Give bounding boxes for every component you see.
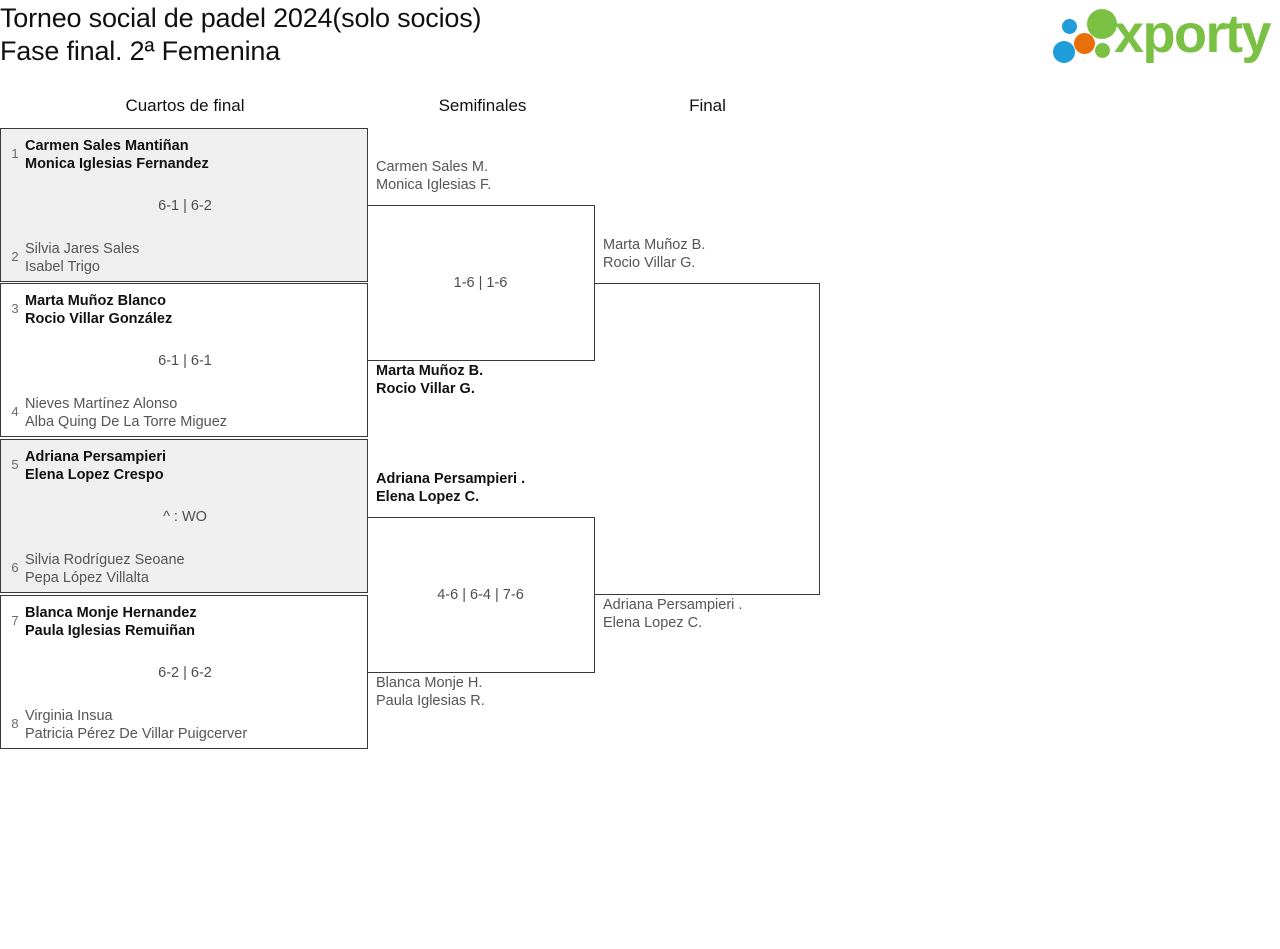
team-player-1: Adriana Persampieri .	[603, 597, 743, 613]
logo-dot-green-large-icon	[1087, 9, 1117, 39]
team-player-2: Pepa López Villalta	[25, 570, 149, 586]
tournament-title-line-1: Torneo social de padel 2024(solo socios)	[0, 3, 482, 33]
match-final[interactable]: Marta Muñoz B. Rocio Villar G. Adriana P…	[595, 237, 820, 631]
team-top: Carmen Sales Mantiñan Monica Iglesias Fe…	[25, 137, 355, 173]
team-bottom: Adriana Persampieri . Elena Lopez C.	[603, 596, 816, 632]
team-player-1: Adriana Persampieri .	[376, 471, 526, 487]
team-player-2: Patricia Pérez De Villar Puigcerver	[25, 726, 248, 742]
team-player-1: Blanca Monje H.	[376, 675, 483, 691]
logo-dot-blue-large-icon	[1053, 41, 1075, 63]
team-player-2: Alba Quing De La Torre Miguez	[25, 414, 228, 430]
match-semifinal-1[interactable]: Carmen Sales M. Monica Iglesias F. 1-6 |…	[368, 159, 595, 397]
round-header-quarterfinals: Cuartos de final	[125, 96, 245, 115]
team-player-1: Silvia Rodríguez Seoane	[25, 552, 185, 568]
team-player-2: Paula Iglesias Remuiñan	[25, 623, 196, 639]
round-header-final: Final	[689, 96, 726, 115]
team-bottom: Marta Muñoz B. Rocio Villar G.	[376, 362, 591, 398]
seed-number: 1	[11, 146, 19, 161]
team-player-1: Silvia Jares Sales	[25, 241, 140, 257]
seed-number: 2	[11, 249, 19, 264]
match-score: 6-1 | 6-1	[158, 353, 212, 369]
seed-number: 4	[11, 404, 19, 419]
team-bottom: Virginia Insua Patricia Pérez De Villar …	[25, 707, 355, 743]
seed-number: 5	[11, 457, 19, 472]
match-quarterfinal-2[interactable]: 3 Marta Muñoz Blanco Rocio Villar Gonzál…	[0, 283, 368, 437]
team-player-2: Elena Lopez C.	[603, 615, 703, 631]
team-player-1: Carmen Sales Mantiñan	[25, 138, 189, 154]
team-player-2: Paula Iglesias R.	[376, 693, 485, 709]
team-player-2: Elena Lopez C.	[376, 489, 480, 505]
seed-number: 6	[11, 560, 19, 575]
team-player-2: Elena Lopez Crespo	[25, 467, 164, 483]
tournament-title-block: Torneo social de padel 2024(solo socios)…	[0, 2, 900, 68]
logo-dot-orange-icon	[1074, 33, 1095, 54]
team-top: Blanca Monje Hernandez Paula Iglesias Re…	[25, 604, 355, 640]
match-quarterfinal-3[interactable]: 5 Adriana Persampieri Elena Lopez Crespo…	[0, 439, 368, 593]
team-player-2: Isabel Trigo	[25, 259, 100, 275]
tournament-bracket: 1 Carmen Sales Mantiñan Monica Iglesias …	[0, 128, 900, 758]
match-score: 6-2 | 6-2	[158, 665, 212, 681]
xporty-logo-dots	[1052, 8, 1118, 64]
tournament-title-line-2: Fase final. 2ª Femenina	[0, 36, 281, 66]
team-bottom: Silvia Rodríguez Seoane Pepa López Villa…	[25, 551, 355, 587]
team-bottom: Blanca Monje H. Paula Iglesias R.	[376, 674, 591, 710]
match-score: 1-6 | 1-6	[453, 275, 508, 291]
logo-dot-green-small-icon	[1095, 43, 1110, 58]
team-top: Carmen Sales M. Monica Iglesias F.	[376, 158, 591, 194]
match-score: 6-1 | 6-2	[158, 198, 212, 214]
match-score: 4-6 | 6-4 | 7-6	[437, 587, 524, 603]
team-player-1: Adriana Persampieri	[25, 449, 167, 465]
team-player-1: Nieves Martínez Alonso	[25, 396, 178, 412]
team-top: Marta Muñoz B. Rocio Villar G.	[603, 236, 816, 272]
team-top: Adriana Persampieri . Elena Lopez C.	[376, 470, 591, 506]
team-top: Adriana Persampieri Elena Lopez Crespo	[25, 448, 355, 484]
logo-dot-blue-top-icon	[1062, 19, 1077, 34]
xporty-logo-wordmark: xporty	[1114, 4, 1272, 64]
team-player-2: Rocio Villar González	[25, 311, 173, 327]
seed-number: 3	[11, 301, 19, 316]
xporty-logo[interactable]: xporty	[1052, 4, 1277, 66]
team-player-2: Rocio Villar G.	[376, 381, 475, 397]
seed-number: 8	[11, 716, 19, 731]
team-player-1: Marta Muñoz B.	[603, 237, 706, 253]
team-player-1: Virginia Insua	[25, 708, 113, 724]
team-bottom: Silvia Jares Sales Isabel Trigo	[25, 240, 355, 276]
team-player-2: Rocio Villar G.	[603, 255, 696, 271]
match-score: ^ : WO	[163, 509, 207, 525]
page-header: Torneo social de padel 2024(solo socios)…	[0, 0, 1280, 78]
team-player-2: Monica Iglesias F.	[376, 177, 492, 193]
team-player-1: Carmen Sales M.	[376, 159, 489, 175]
team-player-1: Marta Muñoz B.	[376, 363, 484, 379]
match-quarterfinal-1[interactable]: 1 Carmen Sales Mantiñan Monica Iglesias …	[0, 128, 368, 282]
team-player-2: Monica Iglesias Fernandez	[25, 156, 209, 172]
match-semifinal-2[interactable]: Adriana Persampieri . Elena Lopez C. 4-6…	[368, 471, 595, 709]
team-bottom: Nieves Martínez Alonso Alba Quing De La …	[25, 395, 355, 431]
team-top: Marta Muñoz Blanco Rocio Villar González	[25, 292, 355, 328]
match-quarterfinal-4[interactable]: 7 Blanca Monje Hernandez Paula Iglesias …	[0, 595, 368, 749]
team-player-1: Blanca Monje Hernandez	[25, 605, 197, 621]
team-player-1: Marta Muñoz Blanco	[25, 293, 166, 309]
seed-number: 7	[11, 613, 19, 628]
round-header-semifinals: Semifinales	[438, 96, 527, 115]
